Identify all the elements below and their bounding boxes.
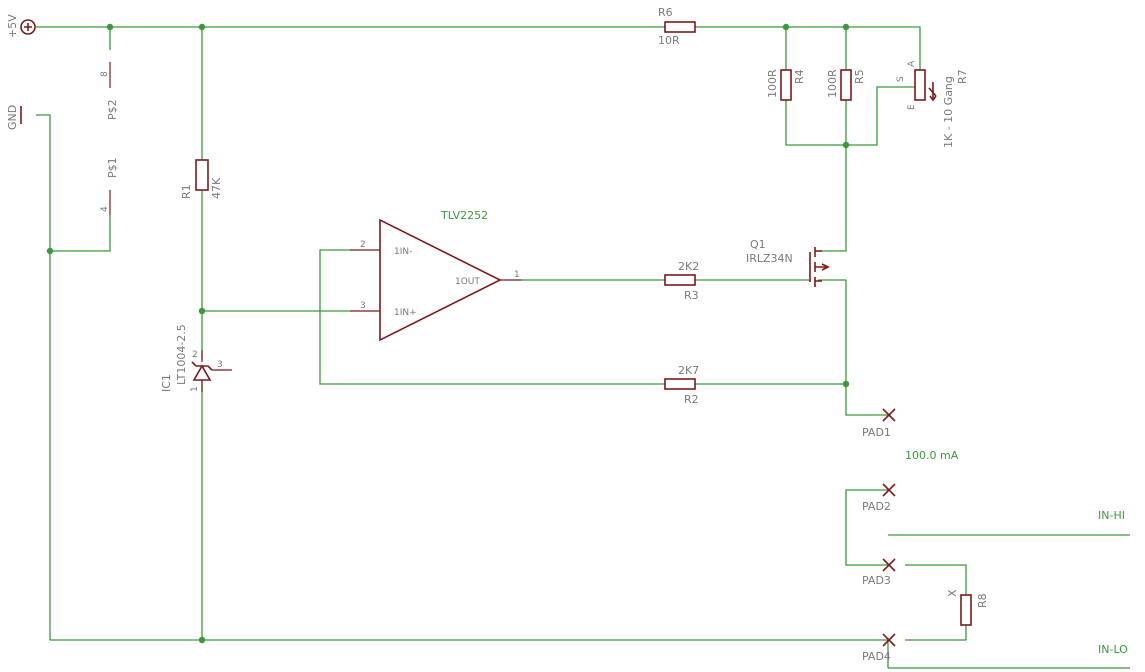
in-lo-label: IN-LO — [1098, 643, 1128, 656]
svg-text:PAD1: PAD1 — [862, 426, 891, 439]
svg-text:1IN-: 1IN- — [394, 247, 412, 257]
gnd-rail — [36, 114, 888, 641]
svg-text:PAD4: PAD4 — [862, 650, 891, 663]
resistor-r1: R1 47K — [180, 159, 223, 199]
pad2-pad3-link — [845, 489, 888, 566]
svg-text:IC1: IC1 — [160, 374, 173, 392]
vcc-rail — [36, 26, 921, 70]
svg-text:1OUT: 1OUT — [455, 277, 480, 287]
pad3: PAD3 — [862, 558, 896, 587]
p1-label: P$1 — [106, 157, 119, 178]
svg-text:E: E — [907, 104, 917, 110]
r5-drain-wire — [818, 27, 847, 252]
wires — [36, 26, 1130, 669]
opamp-tlv2252: 1IN- 1IN+ 1OUT 2 3 1 TLV2252 — [350, 209, 522, 342]
junction — [842, 380, 850, 388]
pad4: PAD4 — [862, 633, 896, 663]
svg-text:10R: 10R — [658, 34, 680, 47]
svg-text:R3: R3 — [684, 289, 699, 302]
r4-r5-wires — [785, 27, 915, 146]
svg-text:A: A — [907, 60, 917, 67]
svg-text:47K: 47K — [210, 177, 223, 199]
resistor-r2: 2K7 R2 — [664, 364, 699, 406]
svg-text:R1: R1 — [180, 184, 193, 199]
svg-text:3: 3 — [217, 360, 223, 370]
svg-text:1K - 10 Gang: 1K - 10 Gang — [942, 76, 955, 148]
pad2: PAD2 — [862, 483, 896, 513]
svg-text:R7: R7 — [956, 69, 969, 84]
svg-text:R5: R5 — [853, 69, 866, 84]
junction — [782, 23, 790, 31]
connector: 8 P$2 4 P$1 — [100, 62, 119, 215]
mosfet-q1: Q1 IRLZ34N — [746, 238, 830, 287]
svg-text:2K7: 2K7 — [678, 364, 699, 377]
feedback-wire — [319, 249, 846, 385]
opamp-label: TLV2252 — [440, 209, 488, 222]
r8-wires — [905, 564, 967, 641]
reference-ic1: 2 3 1 IC1 LT1004-2.5 — [160, 324, 232, 392]
gnd-label: GND — [6, 105, 19, 130]
gnd-symbol: GND — [6, 105, 22, 130]
svg-text:1: 1 — [514, 270, 520, 280]
junction — [46, 247, 54, 255]
resistor-r8: X R8 — [946, 589, 989, 626]
svg-text:2: 2 — [192, 350, 198, 360]
svg-text:100R: 100R — [766, 69, 779, 98]
resistor-r5: 100R R5 — [826, 69, 866, 101]
junction — [106, 23, 114, 31]
svg-text:PAD3: PAD3 — [862, 574, 891, 587]
junction — [842, 23, 850, 31]
svg-text:Q1: Q1 — [750, 238, 766, 251]
svg-text:PAD2: PAD2 — [862, 500, 891, 513]
p2-label: P$2 — [106, 99, 119, 120]
svg-text:8: 8 — [100, 71, 110, 77]
pad1: PAD1 — [862, 408, 896, 439]
resistor-r4: 100R R4 — [766, 69, 806, 101]
junction — [198, 23, 206, 31]
svg-text:LT1004-2.5: LT1004-2.5 — [175, 324, 188, 385]
svg-text:1: 1 — [190, 386, 200, 392]
svg-text:X: X — [946, 589, 959, 597]
junction — [198, 307, 206, 315]
svg-text:R6: R6 — [658, 6, 673, 19]
vcc-symbol: +5V — [6, 14, 36, 38]
svg-text:100R: 100R — [826, 69, 839, 98]
junctions — [46, 23, 850, 644]
junction — [842, 141, 850, 149]
svg-text:R2: R2 — [684, 393, 699, 406]
svg-text:1IN+: 1IN+ — [394, 308, 417, 318]
p1-wire — [50, 215, 111, 252]
junction — [198, 636, 206, 644]
svg-text:4: 4 — [100, 206, 110, 212]
potentiometer-r7: A E S R7 1K - 10 Gang — [896, 60, 969, 148]
svg-text:2: 2 — [360, 240, 366, 250]
vcc-label: +5V — [6, 14, 19, 38]
current-label: 100.0 mA — [905, 449, 959, 462]
svg-text:3: 3 — [360, 301, 366, 311]
svg-text:R8: R8 — [976, 593, 989, 608]
in-lo-line — [887, 640, 1130, 669]
resistor-r3: 2K2 R3 — [664, 260, 699, 302]
svg-text:R4: R4 — [793, 69, 806, 84]
svg-text:S: S — [896, 76, 906, 82]
source-to-pad1 — [818, 279, 888, 416]
resistor-r6: R6 10R — [658, 6, 696, 47]
in-hi-label: IN-HI — [1098, 509, 1125, 522]
svg-text:IRLZ34N: IRLZ34N — [746, 252, 793, 265]
svg-text:2K2: 2K2 — [678, 260, 699, 273]
